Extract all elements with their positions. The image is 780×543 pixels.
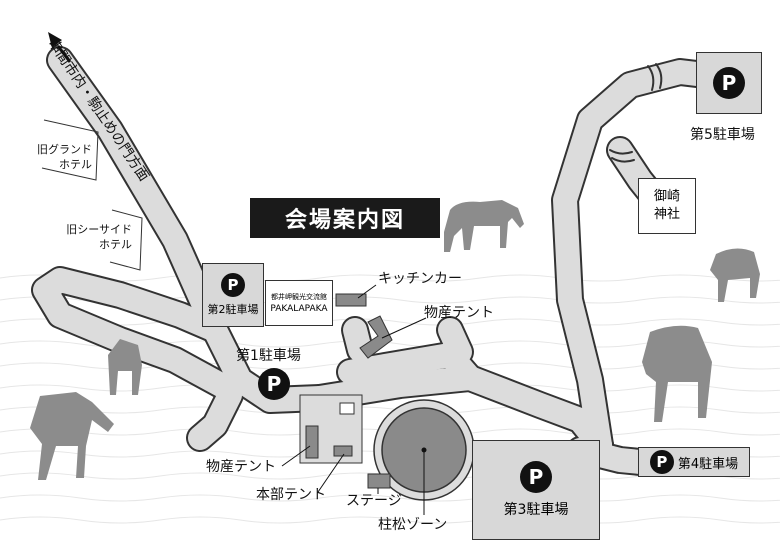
kitchen-car-label: キッチンカー — [378, 271, 462, 287]
parking-lot-5: P — [696, 52, 762, 114]
horse-icon — [30, 392, 114, 480]
tourism-center: 都井岬観光交流館 PAKALAPAKA — [265, 280, 333, 326]
old-grand-hotel-outline — [41, 119, 99, 181]
shrine-label: 御崎 神社 — [653, 189, 680, 222]
parking-icon: P — [520, 461, 552, 493]
horse-icon — [108, 339, 142, 395]
parking-lot-1-label: 第1駐車場 — [236, 348, 301, 364]
roads — [31, 46, 719, 476]
parking-lot-3-label: 第3駐車場 — [503, 502, 569, 518]
pine-zone-label: 柱松ゾーン — [378, 517, 448, 533]
shrine: 御崎 神社 — [638, 178, 696, 234]
product-tent-upper-marker — [359, 315, 393, 359]
small-building — [339, 402, 355, 415]
map-title: 会場案内図 — [250, 198, 440, 238]
horse-icon — [642, 325, 712, 422]
parking-icon: P — [649, 450, 674, 474]
pine-zone — [373, 399, 475, 501]
parking-lot-1-icon: P — [258, 368, 290, 400]
kitchen-car-marker — [335, 293, 367, 307]
parking-icon: P — [221, 273, 245, 297]
parking-lot-2-label: 第2駐車場 — [207, 303, 259, 316]
product-tent-upper-label: 物産テント — [424, 305, 494, 321]
hq-tent-marker — [333, 445, 353, 457]
horse-icon — [710, 248, 760, 302]
hq-tent-label: 本部テント — [256, 487, 326, 503]
old-seaside-hotel-outline — [109, 209, 143, 271]
product-tent-lower-marker — [305, 425, 319, 459]
horse-icon — [444, 200, 524, 252]
product-tent-lower-label: 物産テント — [206, 459, 276, 475]
parking-lot-3: P 第3駐車場 — [472, 440, 600, 540]
old-seaside-hotel-label: 旧シーサイド ホテル — [66, 223, 132, 251]
parking-lot-4-label: 第4駐車場 — [677, 456, 739, 472]
stage-label: ステージ — [346, 493, 402, 509]
horse-silhouettes — [30, 200, 760, 480]
parking-lot-5-label: 第5駐車場 — [690, 127, 755, 143]
old-grand-hotel-label: 旧グランド ホテル — [37, 143, 92, 171]
parking-icon: P — [713, 67, 745, 99]
tourism-center-subname: PAKALAPAKA — [270, 304, 328, 314]
tourism-center-name: 都井岬観光交流館 — [271, 293, 327, 301]
leader-lines — [281, 284, 427, 515]
parking-lot-4: P 第4駐車場 — [638, 447, 750, 477]
parking-lot-2: P 第2駐車場 — [202, 263, 264, 327]
stage-marker — [367, 473, 391, 489]
north-arrow-icon — [48, 32, 72, 63]
